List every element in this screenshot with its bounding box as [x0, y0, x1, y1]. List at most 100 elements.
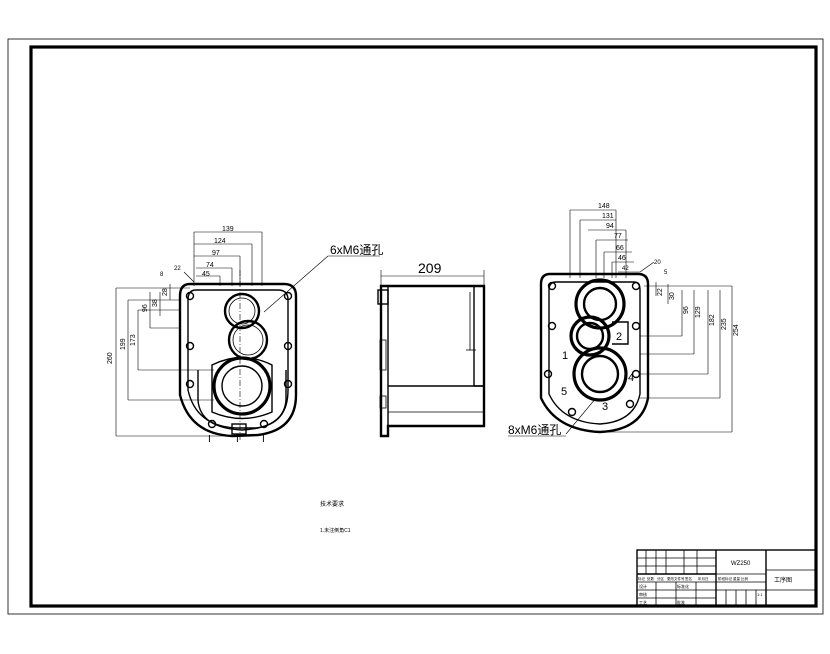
title-stage-labels: 阶段标记 重量 比例	[718, 576, 748, 581]
front-hole	[207, 419, 217, 429]
front-hole	[283, 341, 293, 351]
title-part-code: WZ250	[731, 561, 751, 567]
front-bore-middle-inner	[232, 324, 264, 356]
inner-frame	[29, 45, 818, 608]
notes-line: 1.未注倒角C1	[320, 527, 351, 534]
outer-border	[7, 38, 824, 615]
front-dim-74: 74	[206, 262, 214, 269]
front-center-mark: I	[262, 434, 265, 445]
rear-dim-254: 254	[733, 324, 740, 336]
rear-right-dimensions	[600, 282, 733, 433]
title-review: 审核	[639, 591, 647, 597]
front-top-dimensions	[183, 231, 263, 286]
rear-hole-callout: 8xM6通孔	[508, 423, 561, 437]
rear-hole-number: 4	[628, 372, 634, 384]
rear-dim-148: 148	[598, 203, 610, 210]
rear-rib	[612, 321, 629, 345]
rear-hole-number: 1	[562, 350, 568, 362]
front-dim-38: 38	[152, 299, 159, 307]
front-hole	[185, 291, 195, 301]
rear-bore-bottom-inner	[580, 354, 620, 394]
notes-title: 技术要求	[320, 500, 344, 508]
front-bore-top	[223, 292, 261, 330]
front-dim-173: 173	[130, 334, 137, 346]
rear-hole	[631, 281, 641, 291]
title-standard: 标准化	[677, 583, 689, 589]
title-block: WZ250 工序图 标记 处数 分区 更改文件号 签名 年月日 设计 标准化 审…	[636, 549, 817, 607]
front-dim-260: 260	[107, 352, 114, 364]
title-row-label: 处数	[647, 576, 655, 581]
title-row-label: 分区	[657, 576, 665, 581]
front-dim-97: 97	[212, 250, 220, 257]
title-drawing-name: 工序图	[774, 576, 792, 584]
rear-dim-22: 22	[657, 288, 664, 296]
front-dim-124: 124	[214, 238, 226, 245]
front-u-rib	[197, 370, 287, 431]
side-view: 209	[377, 260, 486, 438]
front-bore-bottom-inner	[221, 365, 263, 407]
rear-hole	[547, 281, 557, 291]
front-hole	[185, 341, 195, 351]
rear-dim-131: 131	[602, 213, 614, 220]
rear-dim-129: 129	[695, 306, 702, 318]
front-dim-45: 45	[202, 271, 210, 278]
front-hole	[283, 291, 293, 301]
rear-hole-number: 3	[602, 401, 608, 413]
rear-hole	[567, 407, 577, 417]
front-hole	[185, 379, 195, 389]
front-hole-callout: 6xM6通孔	[330, 243, 383, 257]
rear-hole-number: 2	[616, 331, 622, 343]
rear-bore-middle	[569, 315, 611, 357]
front-dim-22: 22	[174, 266, 181, 272]
rear-hole	[631, 369, 641, 379]
rear-dim-46: 46	[618, 255, 626, 262]
rear-hole	[625, 399, 635, 409]
front-bottom-slot	[231, 423, 247, 435]
front-view: 139 124 97 74 45 22 8 260 199 173 96 38 …	[107, 226, 383, 445]
rear-hole	[631, 321, 641, 331]
front-housing-outline	[178, 282, 298, 438]
rear-view: 148 131 94 77 66 46 42 20 5 254 235 182 …	[508, 203, 740, 437]
front-hole	[283, 379, 293, 389]
rear-hole	[543, 369, 553, 379]
rear-hole	[547, 321, 557, 331]
rear-dim-66: 66	[616, 245, 624, 252]
front-hole	[259, 419, 269, 429]
title-design: 设计	[639, 583, 647, 589]
rear-dim-30: 30	[669, 292, 676, 300]
rear-dim-94: 94	[606, 223, 614, 230]
side-body-outline	[379, 284, 486, 438]
front-dim-8: 8	[160, 272, 164, 278]
rear-dim-96: 96	[683, 306, 690, 314]
front-left-dimensions	[115, 284, 232, 437]
title-scale: 1:1	[757, 592, 763, 597]
rear-top-dimensions	[569, 209, 655, 278]
rear-dim-42: 42	[622, 266, 629, 272]
title-row-label: 年月日	[698, 576, 709, 581]
rear-hole-number: 5	[561, 386, 567, 398]
front-bore-top-inner	[228, 297, 256, 325]
rear-dim-235: 235	[721, 318, 728, 330]
title-row-label: 更改文件号	[667, 576, 685, 581]
rear-callout-leader	[565, 397, 597, 435]
rear-bore-bottom	[572, 346, 628, 402]
front-dim-139: 139	[222, 226, 234, 233]
title-approve: 批准	[677, 599, 685, 605]
front-callout-leader	[263, 255, 329, 313]
rear-dim-5: 5	[664, 270, 668, 276]
rear-dim-182: 182	[709, 314, 716, 326]
side-width-dim: 209	[418, 260, 442, 276]
front-center-mark: I	[236, 434, 239, 445]
title-row-label: 签名	[685, 576, 692, 581]
front-dim-96: 96	[142, 304, 149, 312]
side-flange	[377, 289, 389, 305]
title-process: 工艺	[639, 600, 647, 605]
title-row-label: 标记	[638, 576, 646, 581]
front-dim-28: 28	[162, 288, 169, 296]
front-dim-199: 199	[120, 338, 127, 350]
rear-dim-77: 77	[614, 233, 622, 240]
rear-dim-20: 20	[654, 260, 661, 266]
front-boss	[211, 356, 273, 420]
rear-bore-top-inner	[582, 286, 618, 322]
